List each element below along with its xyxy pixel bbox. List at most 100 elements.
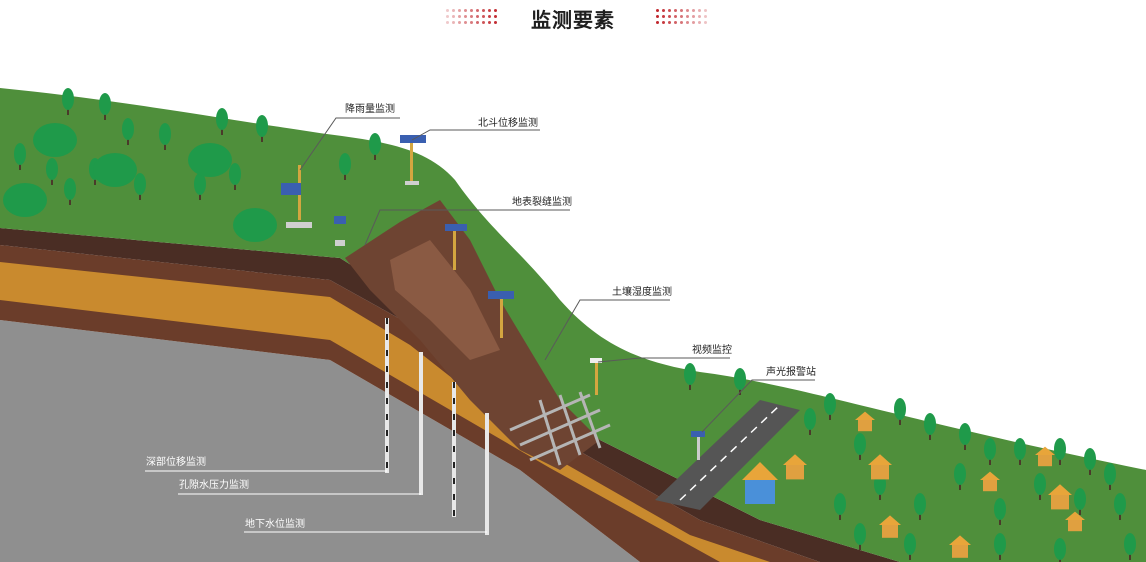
- tree-canopy: [684, 363, 696, 385]
- tree-canopy: [62, 88, 74, 110]
- label-crack: 地表裂缝监测: [512, 195, 572, 208]
- video-camera-pole: [590, 358, 602, 395]
- trees: [3, 88, 1136, 562]
- tree-canopy: [1104, 463, 1116, 485]
- tree-canopy: [99, 93, 111, 115]
- house-roof: [783, 454, 807, 465]
- landslide-highlight: [390, 240, 500, 360]
- tree-canopy: [14, 143, 26, 165]
- tree-canopy: [904, 533, 916, 555]
- label-pore-pressure: 孔隙水压力监测: [179, 478, 249, 491]
- retaining-grid: [509, 391, 611, 466]
- tree-canopy: [804, 408, 816, 430]
- tree-canopy: [229, 163, 241, 185]
- tree-canopy: [994, 533, 1006, 555]
- bush: [3, 183, 47, 217]
- label-beidou: 北斗位移监测: [478, 116, 538, 129]
- tree-canopy: [824, 393, 836, 415]
- bush: [188, 143, 232, 177]
- tree-canopy: [122, 118, 134, 140]
- tree-canopy: [994, 498, 1006, 520]
- label-deep-displacement: 深部位移监测: [146, 455, 206, 468]
- house-roof: [980, 471, 1000, 480]
- tree-canopy: [1034, 473, 1046, 495]
- tree-canopy: [134, 173, 146, 195]
- leader-rainfall: [299, 117, 400, 171]
- tree-canopy: [734, 368, 746, 390]
- decorative-dots-left: [446, 9, 502, 27]
- tree-canopy: [369, 133, 381, 155]
- leader-alarm: [701, 379, 815, 433]
- house-wall: [1051, 495, 1069, 510]
- rainfall-station: [281, 165, 312, 228]
- house-wall: [952, 545, 968, 558]
- tree-canopy: [339, 153, 351, 175]
- house-roof: [1035, 446, 1055, 455]
- tree-canopy: [1014, 438, 1026, 460]
- soil-layer-orange: [0, 262, 770, 562]
- village-houses: [742, 411, 1085, 558]
- section-header: 监测要素: [0, 0, 1146, 40]
- house-wall: [858, 420, 872, 432]
- label-alarm: 声光报警站: [766, 365, 816, 378]
- leader-crack: [364, 209, 570, 246]
- tree-canopy: [216, 108, 228, 130]
- road-centerline: [679, 404, 781, 501]
- house-wall: [983, 480, 997, 492]
- house-roof: [1048, 484, 1072, 495]
- label-video: 视频监控: [692, 343, 732, 356]
- bush: [93, 153, 137, 187]
- soil-layer-top: [0, 228, 900, 562]
- tree-canopy: [959, 423, 971, 445]
- house-wall: [882, 525, 898, 538]
- borehole-deep-displacement: [385, 318, 389, 473]
- house-roof: [868, 454, 892, 465]
- house-roof: [879, 515, 901, 525]
- leader-soil-moisture: [544, 299, 670, 361]
- tree-canopy: [64, 178, 76, 200]
- tree-canopy: [159, 123, 171, 145]
- alarm-station-pole: [691, 431, 705, 460]
- label-groundwater: 地下水位监测: [245, 517, 305, 530]
- house-roof: [949, 535, 971, 545]
- borehole-groundwater-2: [485, 413, 489, 535]
- bedrock-layer: [0, 320, 640, 562]
- tree-canopy: [854, 523, 866, 545]
- tree-canopy: [1074, 488, 1086, 510]
- tree-canopy: [1054, 438, 1066, 460]
- label-rainfall: 降雨量监测: [345, 102, 395, 115]
- road: [655, 400, 800, 510]
- leader-beidou: [411, 129, 540, 141]
- decorative-dots-right: [656, 9, 712, 27]
- house-roof: [855, 411, 875, 420]
- house-wall: [786, 465, 804, 480]
- bush: [233, 208, 277, 242]
- house-wall: [745, 480, 775, 504]
- tree-canopy: [1114, 493, 1126, 515]
- tree-canopy: [954, 463, 966, 485]
- gnss-station-slope: [488, 291, 514, 338]
- bush: [33, 123, 77, 157]
- house-roof: [742, 462, 778, 480]
- tree-canopy: [924, 413, 936, 435]
- tree-canopy: [194, 173, 206, 195]
- tree-canopy: [1084, 448, 1096, 470]
- leader-video: [597, 357, 730, 363]
- tree-canopy: [1054, 538, 1066, 560]
- house-roof: [1065, 511, 1085, 520]
- house-wall: [1038, 455, 1052, 467]
- tree-canopy: [854, 433, 866, 455]
- section-title: 监测要素: [531, 8, 615, 32]
- tree-canopy: [1124, 533, 1136, 555]
- house-wall: [871, 465, 889, 480]
- tree-canopy: [894, 398, 906, 420]
- borehole-groundwater-1: [452, 382, 456, 517]
- tree-canopy: [256, 115, 268, 137]
- borehole-pore-pressure: [419, 352, 423, 495]
- tree-canopy: [914, 493, 926, 515]
- crack-sensor: [334, 216, 467, 270]
- tree-canopy: [984, 438, 996, 460]
- tree-canopy: [834, 493, 846, 515]
- label-soil-moisture: 土壤湿度监测: [612, 285, 672, 298]
